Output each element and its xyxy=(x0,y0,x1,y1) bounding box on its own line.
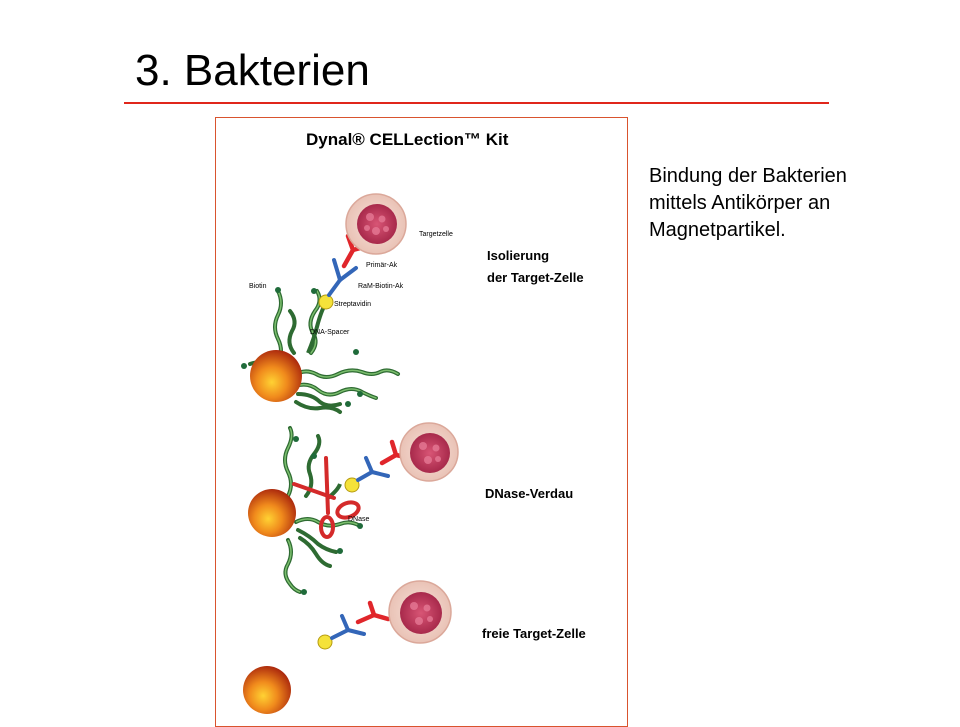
target-cell xyxy=(345,193,407,255)
step-2-illustration: DNase DNase-Verdau xyxy=(248,422,573,595)
caption-line: mittels Antikörper an xyxy=(649,192,831,214)
label-ram-biotin-ak: RaM-Biotin-Ak xyxy=(358,283,404,290)
streptavidin-molecule-3 xyxy=(317,634,333,650)
slide-caption: Bindung der Bakterien mittels Antikörper… xyxy=(649,163,899,244)
caption-line: Magnetpartikel. xyxy=(649,219,786,241)
magnetic-bead-2 xyxy=(248,489,296,537)
caption-line: Bindung der Bakterien xyxy=(649,165,847,187)
label-primaer-ak: Primär-Ak xyxy=(366,262,398,269)
label-streptavidin: Streptavidin xyxy=(334,301,371,308)
magnetic-bead xyxy=(250,350,302,402)
slide-title: 3. Bakterien xyxy=(135,46,370,95)
label-biotin: Biotin xyxy=(249,283,267,290)
label-targetzelle: Targetzelle xyxy=(419,231,453,238)
step-2-heading: DNase-Verdau xyxy=(485,486,573,501)
step-1-heading-line2: der Target-Zelle xyxy=(487,270,584,285)
step-1-heading-line1: Isolierung xyxy=(487,248,549,263)
title-underline xyxy=(124,102,829,104)
diagram-figure: Dynal® CELLection™ Kit xyxy=(215,117,628,727)
magnetic-bead-3 xyxy=(243,666,291,714)
streptavidin-molecule xyxy=(318,294,334,310)
dna-spacer-strands-2 xyxy=(283,426,362,594)
step-3-heading: freie Target-Zelle xyxy=(482,626,586,641)
label-dnase: DNase xyxy=(348,516,370,523)
step-3-illustration: freie Target-Zelle xyxy=(243,580,586,714)
ram-biotin-antibody xyxy=(327,258,358,297)
free-target-cell xyxy=(388,580,452,644)
step-1-illustration: Targetzelle Primär-Ak RaM-Biotin-Ak Stre… xyxy=(241,193,584,414)
kit-title: Dynal® CELLection™ Kit xyxy=(306,130,509,149)
streptavidin-molecule-2 xyxy=(344,477,360,493)
dnase-scissors xyxy=(292,456,361,539)
diagram-canvas: Dynal® CELLection™ Kit xyxy=(241,130,586,714)
label-dna-spacer: DNA-Spacer xyxy=(310,329,350,336)
target-cell-2 xyxy=(399,422,459,482)
biotin-dots xyxy=(241,287,363,407)
